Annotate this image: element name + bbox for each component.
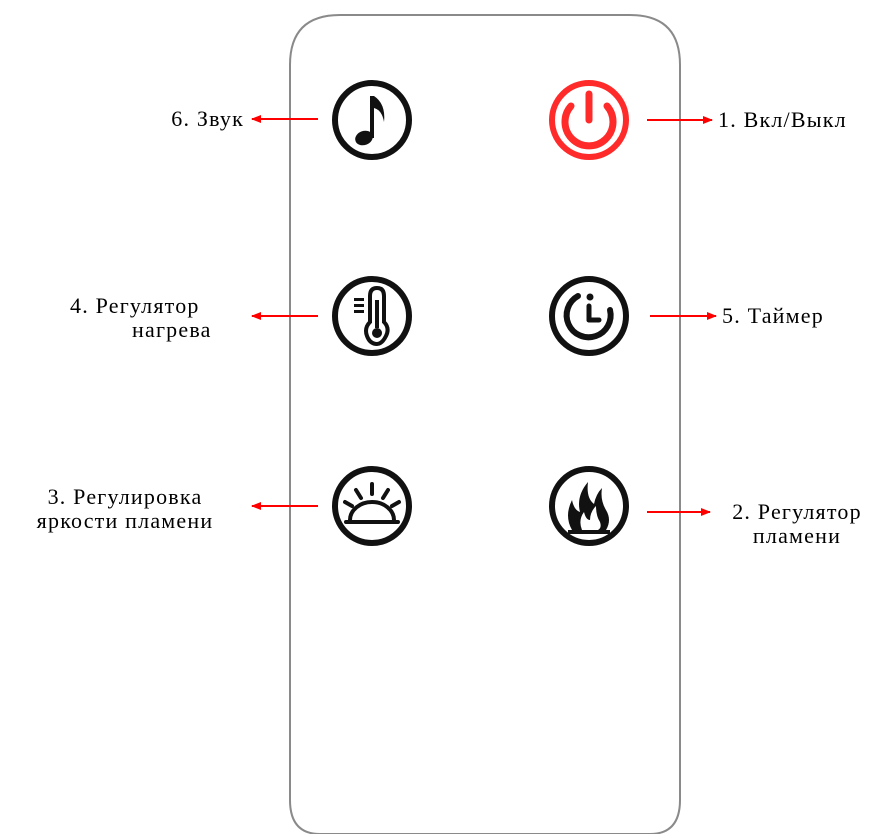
brightness-label: 3. Регулировка яркости пламени — [2, 485, 248, 533]
sound-button[interactable] — [332, 80, 412, 160]
thermometer-icon — [354, 285, 390, 347]
power-button[interactable] — [549, 80, 629, 160]
timer-label: 5. Таймер — [722, 304, 824, 328]
lamp-icon — [343, 482, 401, 524]
heat-label: 4. Регулятор нагрева — [70, 294, 212, 342]
power-icon — [561, 90, 617, 150]
heat-label-line1: 4. Регулятор — [70, 293, 200, 318]
flame-label: 2. Регулятор пламени — [712, 500, 882, 548]
sound-label-text: 6. Звук — [171, 106, 244, 131]
power-label-text: 1. Вкл/Выкл — [718, 107, 847, 132]
flame-button[interactable] — [549, 466, 629, 546]
brightness-button[interactable] — [332, 466, 412, 546]
music-note-icon — [355, 96, 385, 146]
flame-label-line1: 2. Регулятор — [732, 499, 862, 524]
timer-label-text: 5. Таймер — [722, 303, 824, 328]
heat-label-line2: нагрева — [132, 317, 212, 342]
brightness-label-line1: 3. Регулировка — [47, 484, 203, 509]
flame-label-line2: пламени — [752, 523, 842, 548]
heat-button[interactable] — [332, 276, 412, 356]
flame-icon — [568, 482, 610, 534]
sound-label: 6. Звук — [130, 107, 244, 131]
remote-body — [289, 14, 681, 834]
brightness-label-line2: яркости пламени — [36, 508, 214, 533]
timer-button[interactable] — [549, 276, 629, 356]
clock-icon — [563, 293, 614, 341]
power-label: 1. Вкл/Выкл — [718, 108, 847, 132]
